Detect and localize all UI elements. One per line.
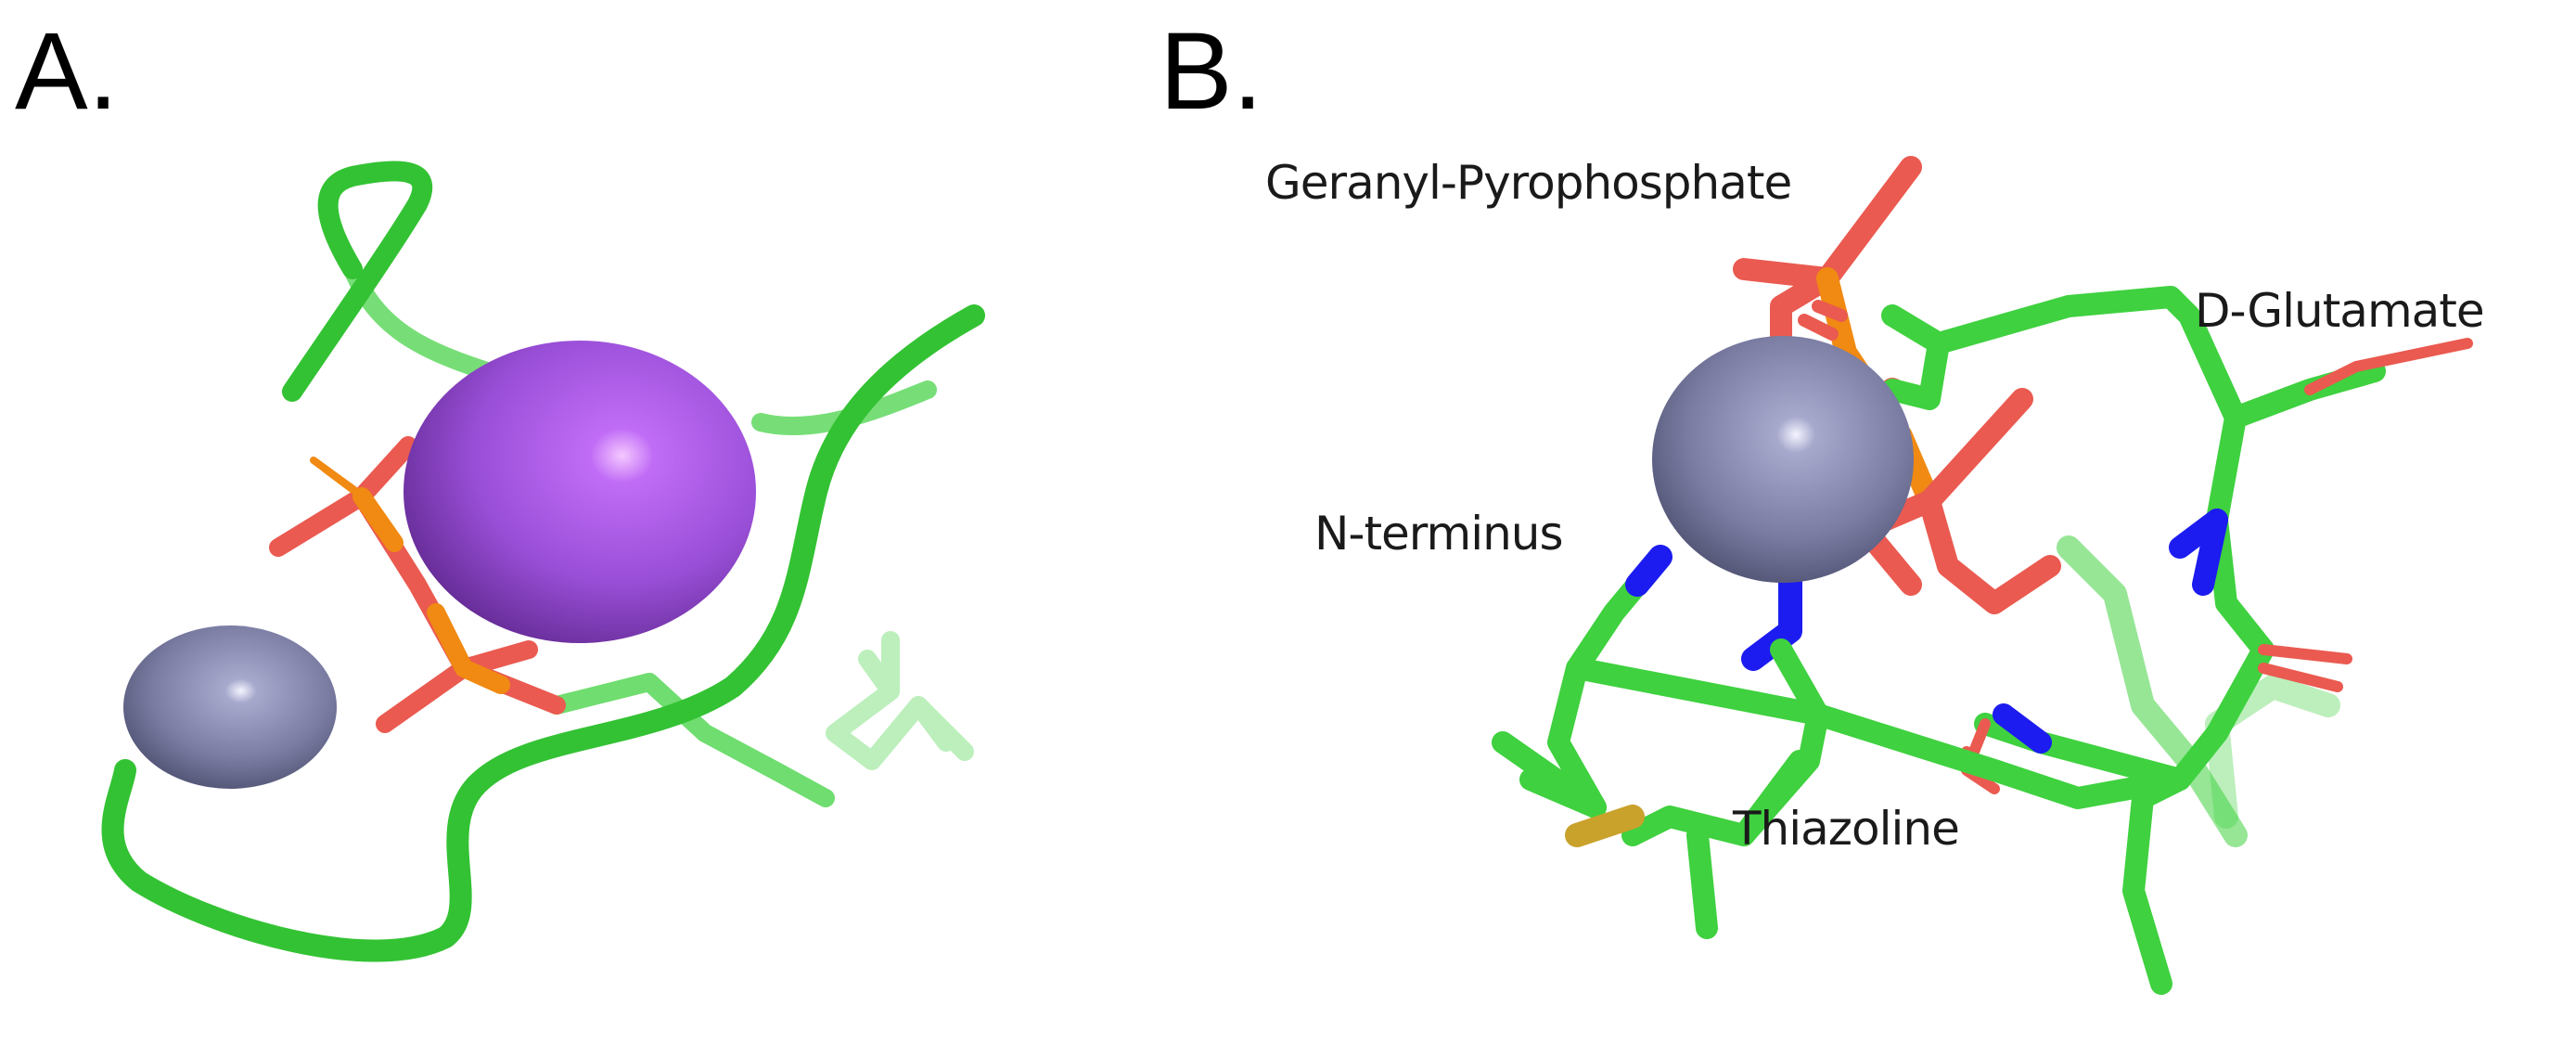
panel-label-a: A.: [15, 10, 119, 133]
metal-ion-sphere-b: [1652, 336, 1914, 583]
metal-ion-sphere-a: [123, 625, 337, 789]
label-geranyl-pyrophosphate: Geranyl-Pyrophosphate: [1265, 156, 1792, 210]
panel-a-structure: [101, 161, 985, 962]
label-thiazoline: Thiazoline: [1733, 802, 1960, 856]
label-n-terminus: N-terminus: [1314, 507, 1564, 561]
large-ion-sphere: [404, 341, 756, 643]
label-d-glutamate: D-Glutamate: [2195, 284, 2485, 338]
panel-label-b: B.: [1160, 10, 1263, 133]
